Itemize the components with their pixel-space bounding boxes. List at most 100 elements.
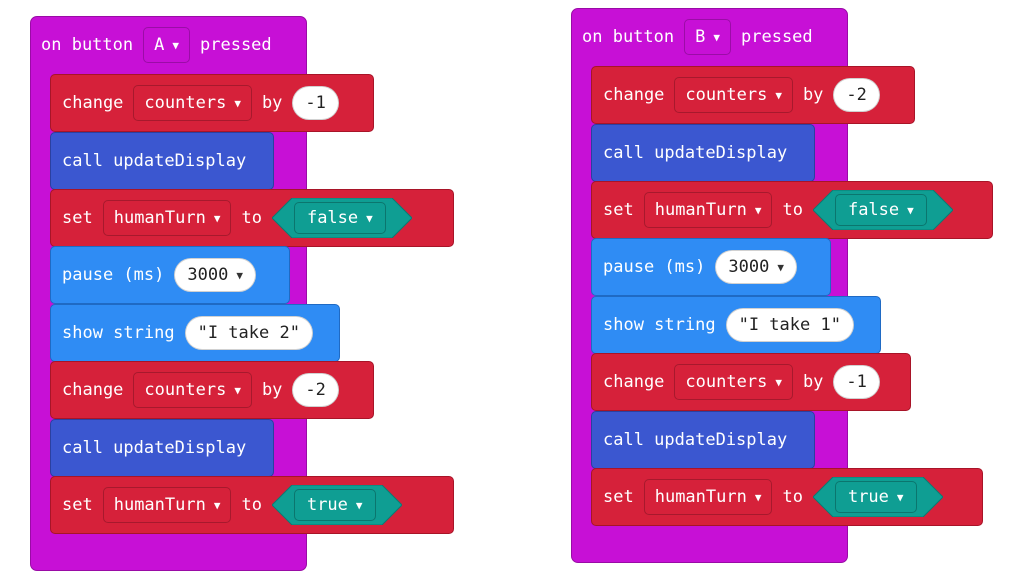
call-function-block[interactable]: call updateDisplay (50, 132, 274, 190)
caret-down-icon: ▼ (234, 96, 241, 110)
block-keyword: change (62, 93, 124, 113)
button-select-dropdown[interactable]: A ▼ (143, 27, 190, 63)
block-keyword: on button (41, 35, 134, 55)
block-keyword: pause (ms) (603, 257, 706, 277)
number-input[interactable]: -2 (833, 78, 880, 112)
variable-name: counters (685, 85, 768, 105)
variable-name: humanTurn (654, 487, 747, 507)
block-label: call updateDisplay (603, 430, 788, 450)
change-variable-block[interactable]: change counters ▼ by -1 (591, 353, 911, 411)
boolean-value: true (306, 495, 348, 515)
button-value: B (695, 27, 706, 47)
block-keyword: to (241, 495, 262, 515)
boolean-value-block[interactable]: false ▼ (271, 198, 412, 238)
block-keyword: by (261, 380, 283, 400)
boolean-dropdown[interactable]: false ▼ (293, 202, 386, 234)
number-input[interactable]: -2 (292, 373, 339, 407)
block-keyword: by (802, 85, 824, 105)
boolean-dropdown[interactable]: true ▼ (293, 489, 376, 521)
caret-down-icon: ▼ (172, 38, 179, 52)
block-keyword: to (241, 208, 262, 228)
variable-dropdown[interactable]: humanTurn ▼ (643, 479, 773, 515)
block-keyword: pressed (741, 27, 813, 47)
block-keyword: show string (62, 323, 175, 343)
block-keyword: set (603, 200, 634, 220)
boolean-value-block[interactable]: false ▼ (812, 190, 953, 230)
block-keyword: to (782, 487, 803, 507)
change-variable-block[interactable]: change counters ▼ by -2 (50, 361, 374, 419)
block-keyword: pause (ms) (62, 265, 165, 285)
block-keyword: pressed (200, 35, 272, 55)
block-keyword: change (603, 372, 665, 392)
variable-name: humanTurn (654, 200, 747, 220)
variable-dropdown[interactable]: counters ▼ (674, 77, 793, 113)
caret-down-icon: ▼ (236, 268, 243, 282)
number-input[interactable]: -1 (833, 365, 880, 399)
caret-down-icon: ▼ (907, 203, 914, 217)
variable-dropdown[interactable]: humanTurn ▼ (643, 192, 773, 228)
pause-block[interactable]: pause (ms) 3000 ▼ (50, 246, 290, 304)
caret-down-icon: ▼ (777, 260, 784, 274)
caret-down-icon: ▼ (234, 383, 241, 397)
block-keyword: on button (582, 27, 675, 47)
duration-value: 3000 (728, 257, 770, 277)
caret-down-icon: ▼ (713, 30, 720, 44)
pause-duration-dropdown[interactable]: 3000 ▼ (715, 250, 797, 284)
caret-down-icon: ▼ (213, 211, 221, 225)
string-input[interactable]: "I take 2" (184, 316, 313, 350)
set-variable-block[interactable]: set humanTurn ▼ to false ▼ (591, 181, 993, 239)
number-input[interactable]: -1 (292, 86, 339, 120)
set-variable-block[interactable]: set humanTurn ▼ to true ▼ (591, 468, 983, 526)
caret-down-icon: ▼ (775, 375, 782, 389)
boolean-value-block[interactable]: true ▼ (271, 485, 402, 525)
caret-down-icon: ▼ (754, 203, 762, 217)
button-select-dropdown[interactable]: B ▼ (684, 19, 731, 55)
change-variable-block[interactable]: change counters ▼ by -2 (591, 66, 915, 124)
block-keyword: set (62, 208, 93, 228)
call-function-block[interactable]: call updateDisplay (591, 124, 815, 182)
caret-down-icon: ▼ (355, 498, 363, 512)
boolean-value: true (847, 487, 889, 507)
change-variable-block[interactable]: change counters ▼ by -1 (50, 74, 374, 132)
variable-name: humanTurn (113, 495, 206, 515)
caret-down-icon: ▼ (213, 498, 221, 512)
boolean-dropdown[interactable]: false ▼ (834, 194, 927, 226)
block-keyword: show string (603, 315, 716, 335)
block-label: call updateDisplay (62, 151, 247, 171)
variable-name: counters (685, 372, 768, 392)
boolean-value: false (847, 200, 900, 220)
variable-dropdown[interactable]: counters ▼ (133, 85, 252, 121)
boolean-value-block[interactable]: true ▼ (812, 477, 943, 517)
variable-dropdown[interactable]: humanTurn ▼ (102, 200, 232, 236)
show-string-block[interactable]: show string "I take 2" (50, 304, 340, 362)
boolean-dropdown[interactable]: true ▼ (834, 481, 917, 513)
block-label: call updateDisplay (603, 143, 788, 163)
show-string-block[interactable]: show string "I take 1" (591, 296, 881, 354)
variable-name: humanTurn (113, 208, 206, 228)
string-input[interactable]: "I take 1" (725, 308, 854, 342)
variable-dropdown[interactable]: counters ▼ (674, 364, 793, 400)
pause-block[interactable]: pause (ms) 3000 ▼ (591, 238, 831, 296)
block-keyword: by (802, 372, 824, 392)
block-keyword: change (603, 85, 665, 105)
set-variable-block[interactable]: set humanTurn ▼ to true ▼ (50, 476, 454, 534)
duration-value: 3000 (187, 265, 229, 285)
variable-dropdown[interactable]: humanTurn ▼ (102, 487, 232, 523)
set-variable-block[interactable]: set humanTurn ▼ to false ▼ (50, 189, 454, 247)
caret-down-icon: ▼ (366, 211, 373, 225)
block-keyword: set (603, 487, 634, 507)
block-keyword: set (62, 495, 93, 515)
call-function-block[interactable]: call updateDisplay (591, 411, 815, 469)
block-keyword: change (62, 380, 124, 400)
variable-name: counters (144, 93, 227, 113)
button-value: A (154, 35, 165, 55)
pause-duration-dropdown[interactable]: 3000 ▼ (174, 258, 256, 292)
caret-down-icon: ▼ (896, 490, 904, 504)
call-function-block[interactable]: call updateDisplay (50, 419, 274, 477)
block-label: call updateDisplay (62, 438, 247, 458)
caret-down-icon: ▼ (754, 490, 762, 504)
variable-dropdown[interactable]: counters ▼ (133, 372, 252, 408)
block-keyword: to (782, 200, 803, 220)
boolean-value: false (306, 208, 359, 228)
variable-name: counters (144, 380, 227, 400)
